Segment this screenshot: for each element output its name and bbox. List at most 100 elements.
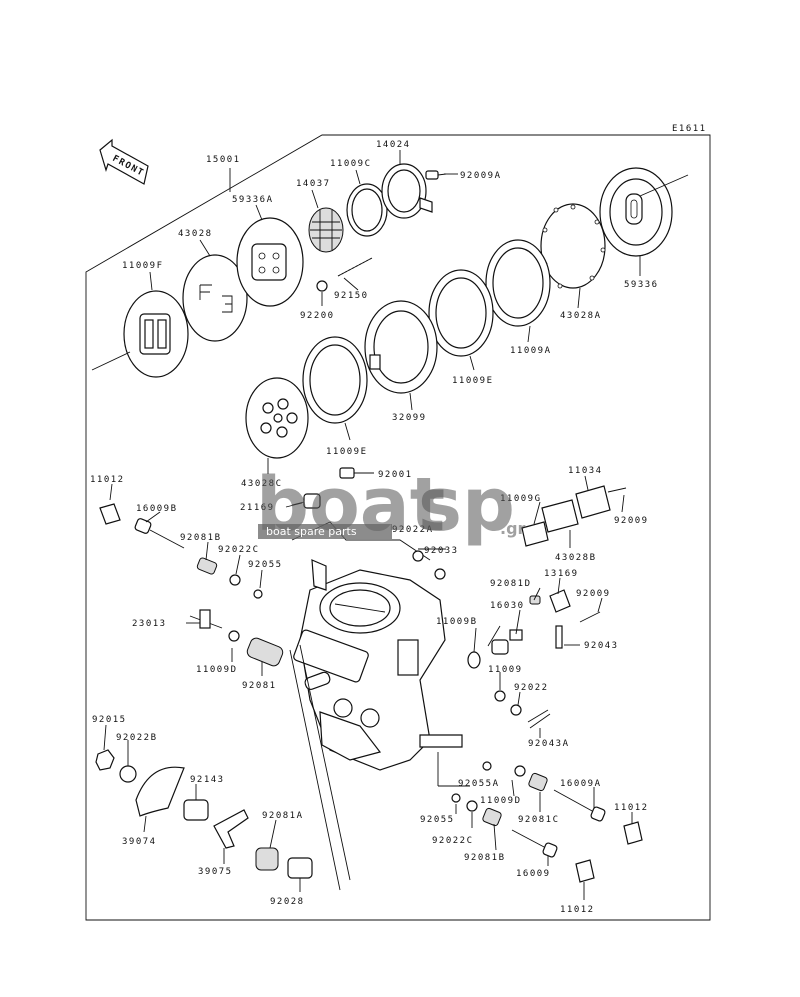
label-92055A: 92055A (458, 779, 500, 789)
cover-59336A (236, 217, 304, 307)
label-11009B: 11009B (436, 617, 478, 627)
screw-16009B (134, 518, 185, 549)
label-92015: 92015 (92, 715, 127, 725)
label-11009G: 11009G (500, 494, 542, 504)
washer-92022 (510, 704, 522, 716)
cam-39074 (135, 766, 185, 817)
label-11009F: 11009F (122, 261, 164, 271)
label-92043: 92043 (584, 641, 619, 651)
label-92028: 92028 (270, 897, 305, 907)
label-11009: 11009 (488, 665, 523, 675)
watermark-logo: boat sp .gr boat spare parts (256, 462, 526, 548)
label-59336: 59336 (624, 280, 659, 290)
svg-text:boat spare parts: boat spare parts (266, 525, 357, 538)
pump-cover-59336 (599, 167, 673, 257)
washer-92022C-lower (466, 800, 478, 812)
plate-32099 (364, 300, 438, 394)
spring-92081A (255, 847, 279, 871)
label-92081A: 92081A (262, 811, 304, 821)
label-92081B-lower: 92081B (464, 853, 506, 863)
gasket-43028B (541, 499, 579, 533)
diagram-frame (85, 134, 711, 921)
label-16009A: 16009A (560, 779, 602, 789)
label-14037: 14037 (296, 179, 331, 189)
assembly-marker-right (639, 174, 689, 197)
plate-11034 (575, 485, 627, 519)
label-39074: 39074 (122, 837, 157, 847)
label-15001: 15001 (206, 155, 241, 165)
washer-92022C-upper (229, 574, 241, 586)
carburetor-body (293, 569, 463, 771)
label-59336A: 59336A (232, 195, 274, 205)
leader-lines (103, 150, 641, 900)
label-92055-lower: 92055 (420, 815, 455, 825)
label-92033: 92033 (424, 546, 459, 556)
spring-92081D (529, 595, 541, 605)
gasket-11009E-upper (428, 269, 494, 357)
label-92009-upper: 92009 (614, 516, 649, 526)
screw-23013 (189, 609, 223, 629)
clip-11012-upper (99, 503, 121, 525)
label-21169: 21169 (240, 503, 275, 513)
label-92022A: 92022A (392, 525, 434, 535)
gasket-11009E-lower (302, 336, 368, 424)
label-92081C: 92081C (518, 815, 560, 825)
svg-text:.gr: .gr (500, 519, 526, 538)
pin-92043 (555, 625, 563, 649)
label-11009D-right: 11009D (480, 796, 522, 806)
label-43028A: 43028A (560, 311, 602, 321)
oring-92055A (482, 761, 492, 771)
sensor-21169 (291, 493, 321, 509)
label-92043A: 92043A (528, 739, 570, 749)
svg-text:sp: sp (418, 462, 515, 548)
label-92055-upper: 92055 (248, 560, 283, 570)
washer-92200 (316, 280, 328, 292)
label-43028B: 43028B (555, 553, 597, 563)
clip-11012-right (623, 821, 643, 845)
nut-92015 (95, 749, 115, 771)
label-16009: 16009 (516, 869, 551, 879)
screw-92001 (339, 467, 374, 479)
gasket-43028 (182, 254, 248, 342)
screw-92009A (425, 170, 447, 180)
washer-92022B (119, 765, 137, 783)
washer-92022A (412, 550, 424, 562)
front-arrow: FRONT (99, 138, 149, 185)
screw-16009A (553, 789, 606, 822)
label-23013: 23013 (132, 619, 167, 629)
label-11012-lower: 11012 (560, 905, 595, 915)
bolt-92150 (337, 257, 373, 277)
label-11009D-left: 11009D (196, 665, 238, 675)
label-11012-right: 11012 (614, 803, 649, 813)
label-14024: 14024 (376, 140, 411, 150)
label-11009E-lower: 11009E (326, 447, 368, 457)
gasket-11009G (521, 521, 549, 547)
cap-14024 (381, 163, 433, 219)
label-92081D: 92081D (490, 579, 532, 589)
washer-11009D-right (514, 765, 526, 777)
gasket-11009A (485, 239, 551, 327)
label-92150: 92150 (334, 291, 369, 301)
label-11034: 11034 (568, 466, 603, 476)
washer-92033 (434, 568, 446, 580)
lever-39075 (213, 809, 249, 849)
label-92022B: 92022B (116, 733, 158, 743)
lever-13169 (549, 589, 571, 613)
oring-11009B (467, 651, 481, 669)
spring-92081B-upper (196, 557, 218, 575)
label-11009E-upper: 11009E (452, 376, 494, 386)
label-32099: 32099 (392, 413, 427, 423)
washer-11009D-left (228, 630, 240, 642)
label-92009A: 92009A (460, 171, 502, 181)
label-92200: 92200 (300, 311, 335, 321)
washer-11009 (494, 690, 506, 702)
valve-16030 (491, 629, 523, 655)
gasket-43028A (540, 203, 606, 289)
label-39075: 39075 (198, 867, 233, 877)
assembly-marker-left (91, 351, 131, 371)
label-43028C: 43028C (241, 479, 283, 489)
label-92143: 92143 (190, 775, 225, 785)
part-labels: 15001 14024 11009C 92009A 14037 59336A 4… (90, 140, 659, 915)
screw-92009-right (579, 611, 601, 623)
